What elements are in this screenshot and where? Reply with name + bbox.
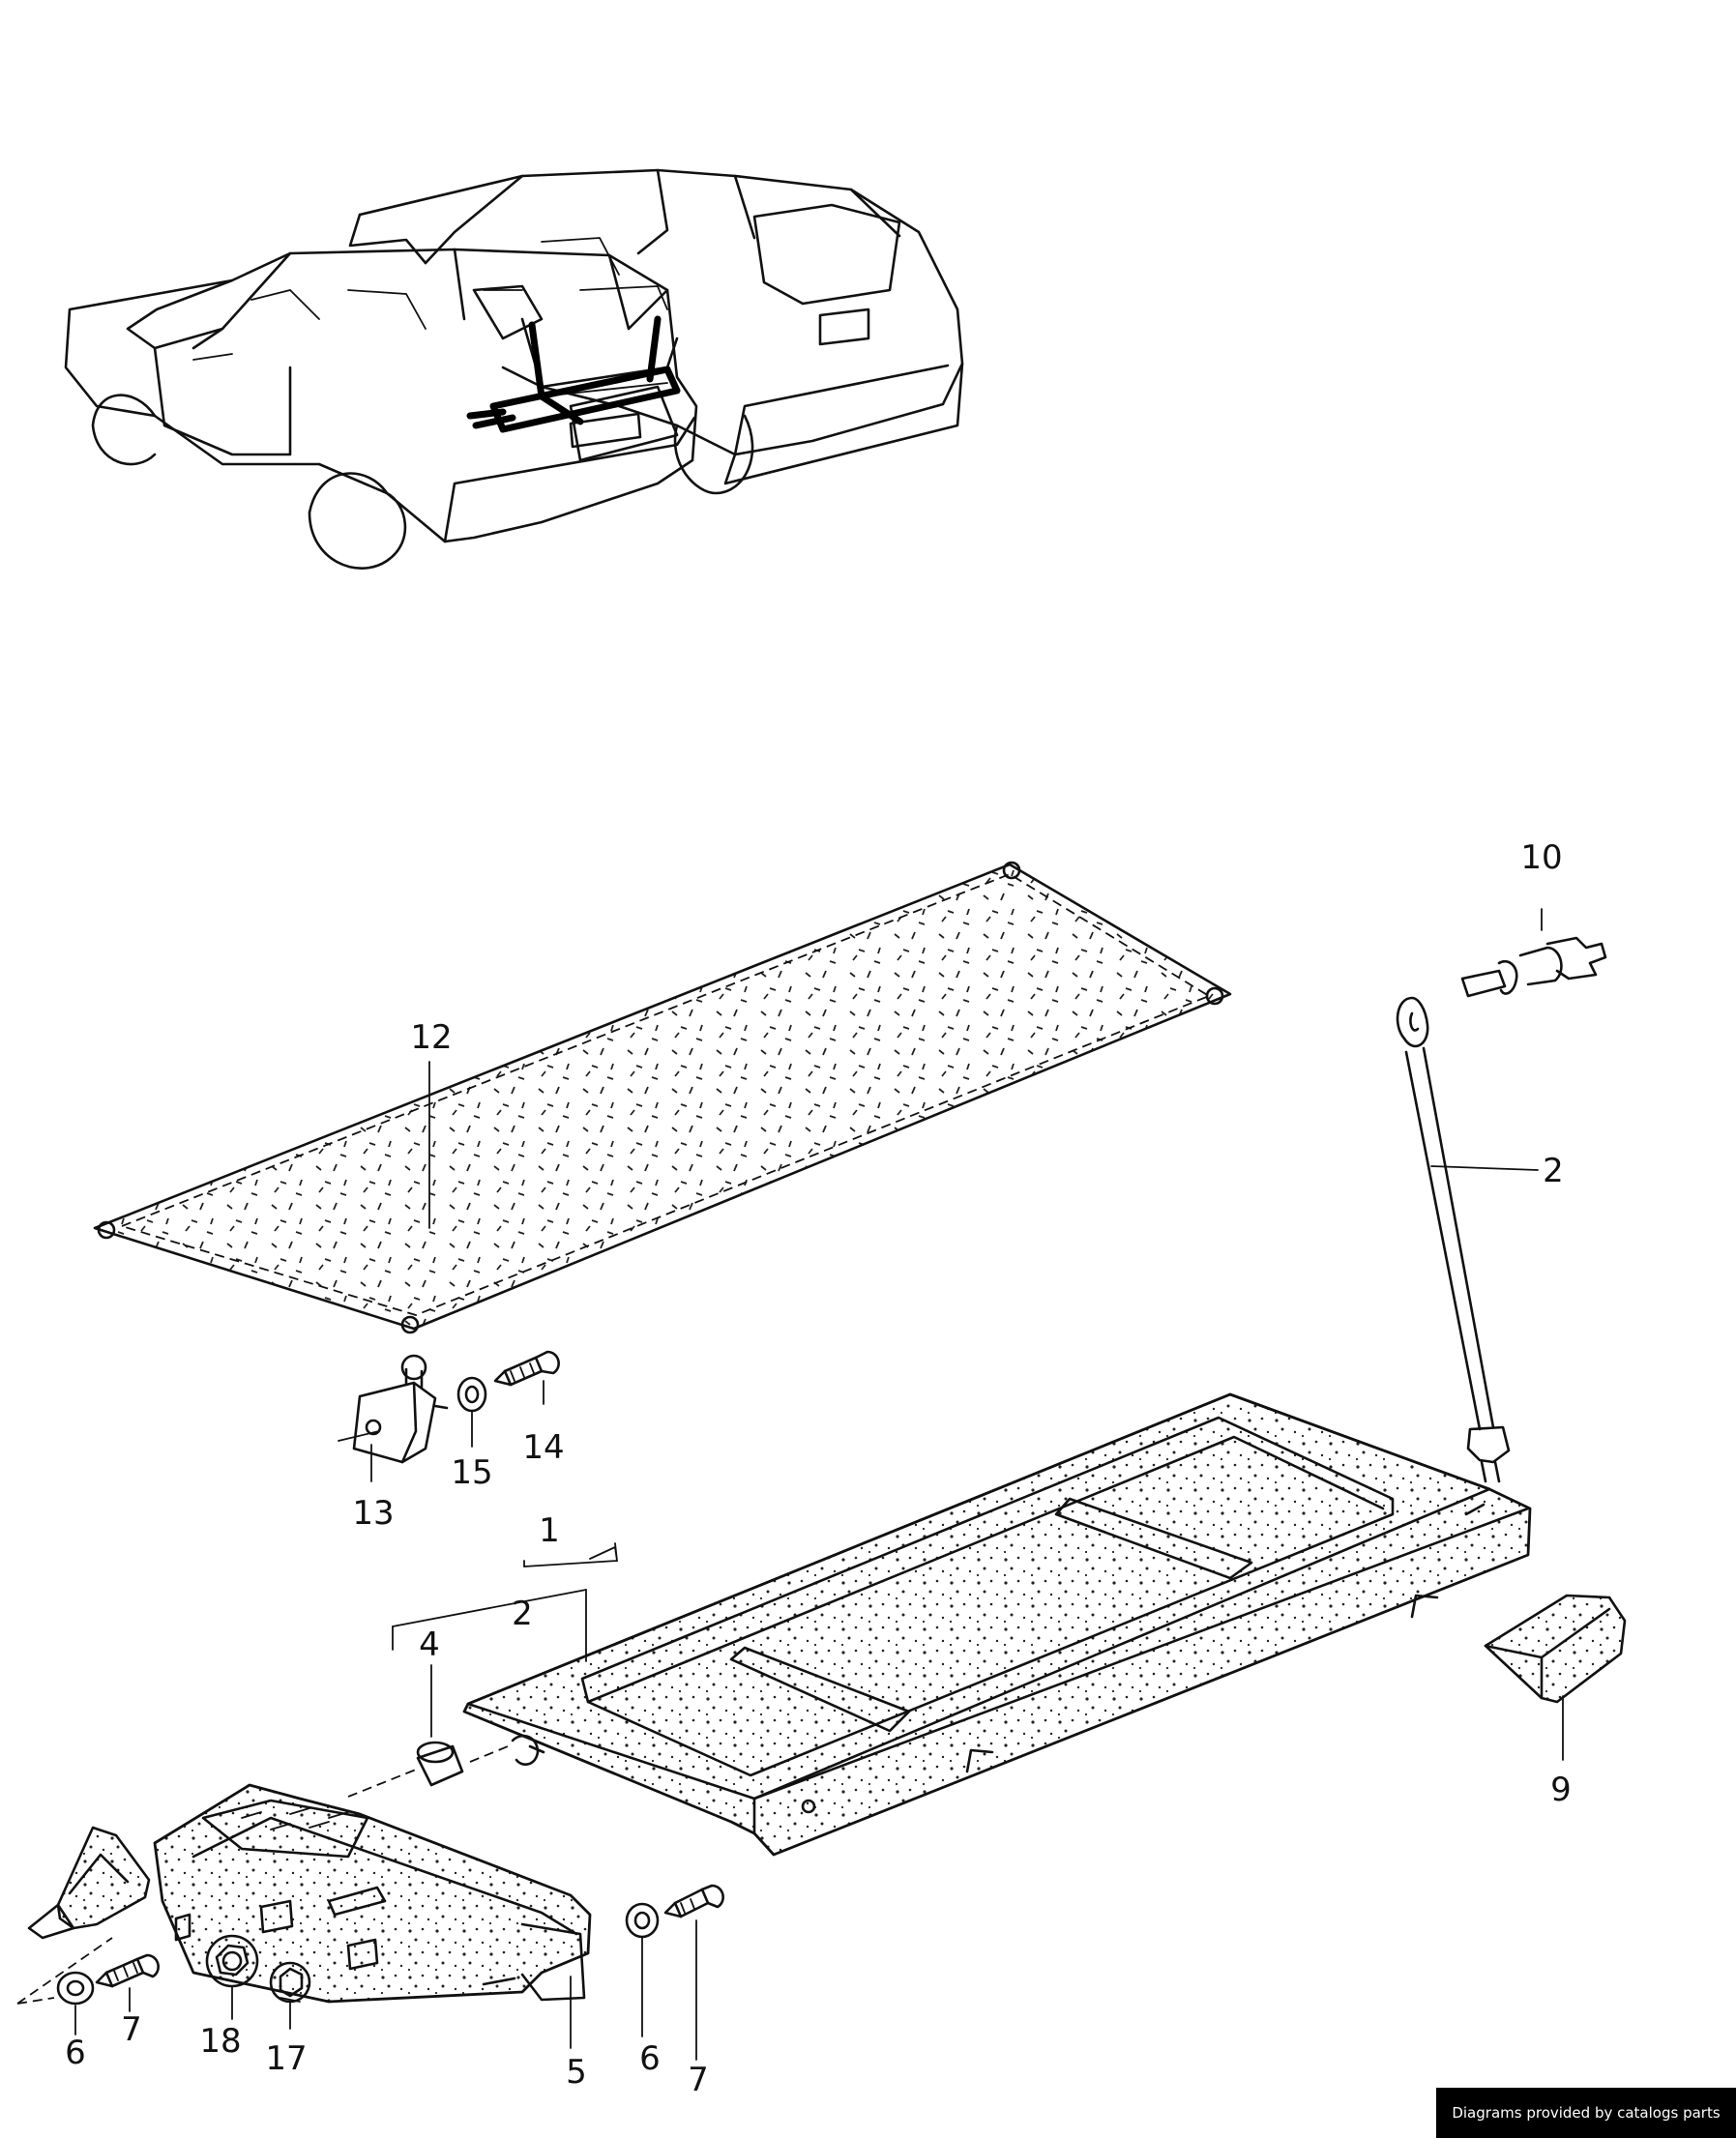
part-1-2-bracket-lines (392, 1542, 619, 1662)
part-12-luggage-mat (93, 861, 1232, 1334)
part-1-luggage-compartment-cover (462, 1392, 1532, 1857)
credit-badge: Diagrams provided by catalogs parts (1436, 2088, 1736, 2138)
part-17-nut (269, 1961, 311, 2004)
label-part-2-strap: 2 (1543, 1152, 1564, 1190)
part-number-labels: 1 2 2 4 5 6 6 7 7 9 10 12 13 14 15 17 18 (65, 838, 1572, 2099)
rear-car-illustration (348, 168, 964, 495)
label-part-9: 9 (1550, 1771, 1572, 1809)
label-part-15: 15 (451, 1453, 492, 1492)
label-part-7-right: 7 (688, 2061, 709, 2099)
part-7-screw-left (95, 1953, 160, 1988)
label-part-4: 4 (419, 1625, 440, 1664)
label-part-12: 12 (410, 1018, 452, 1057)
label-part-14: 14 (522, 1428, 564, 1467)
part-6-washer-left (56, 1971, 95, 2006)
part-2-strap (1396, 996, 1539, 1483)
part-15-washer (456, 1376, 487, 1413)
part-9-end-cap (1484, 1594, 1627, 1761)
label-part-18: 18 (199, 2022, 241, 2061)
label-part-1: 1 (539, 1511, 560, 1550)
front-car-illustration (64, 248, 698, 570)
label-part-5: 5 (566, 2053, 587, 2092)
part-4-spacer (347, 1741, 514, 1798)
label-part-13: 13 (352, 1494, 394, 1533)
part-6-washer-right (625, 1902, 660, 1939)
part-13-bracket (338, 1354, 449, 1464)
label-part-2-assembly: 2 (512, 1595, 533, 1633)
part-10-pin (1460, 908, 1607, 998)
label-part-10: 10 (1520, 838, 1562, 877)
label-part-6-right: 6 (639, 2039, 661, 2078)
label-part-17: 17 (265, 2039, 307, 2078)
leader-lines (74, 1061, 697, 2061)
label-part-6-left: 6 (65, 2034, 86, 2072)
part-14-screw (493, 1350, 560, 1387)
label-part-7-left: 7 (121, 2010, 142, 2049)
part-7-screw-right (663, 1884, 724, 1918)
part-5-holder (16, 1783, 592, 2005)
